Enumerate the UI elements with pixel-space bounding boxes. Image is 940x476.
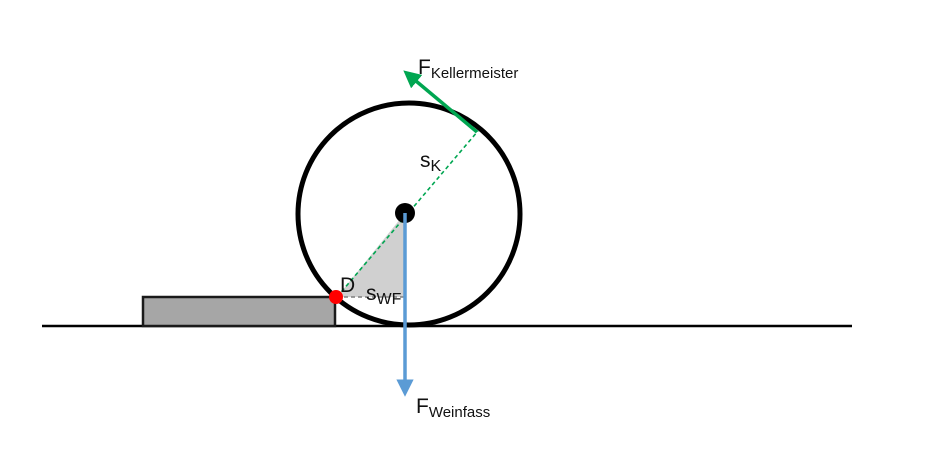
lever-triangle — [337, 213, 405, 297]
pivot-point — [329, 290, 343, 304]
label-lever-k: sK — [420, 149, 442, 175]
label-pivot: D — [340, 274, 355, 297]
step-block — [141, 295, 337, 328]
label-lever-wf: sWF — [366, 282, 402, 308]
barrel-circle — [295, 100, 523, 328]
force-kellermeister-arrow — [403, 70, 479, 134]
label-force-kellermeister: FKellermeister — [418, 56, 518, 82]
label-force-weinfass: FWeinfass — [416, 395, 490, 421]
